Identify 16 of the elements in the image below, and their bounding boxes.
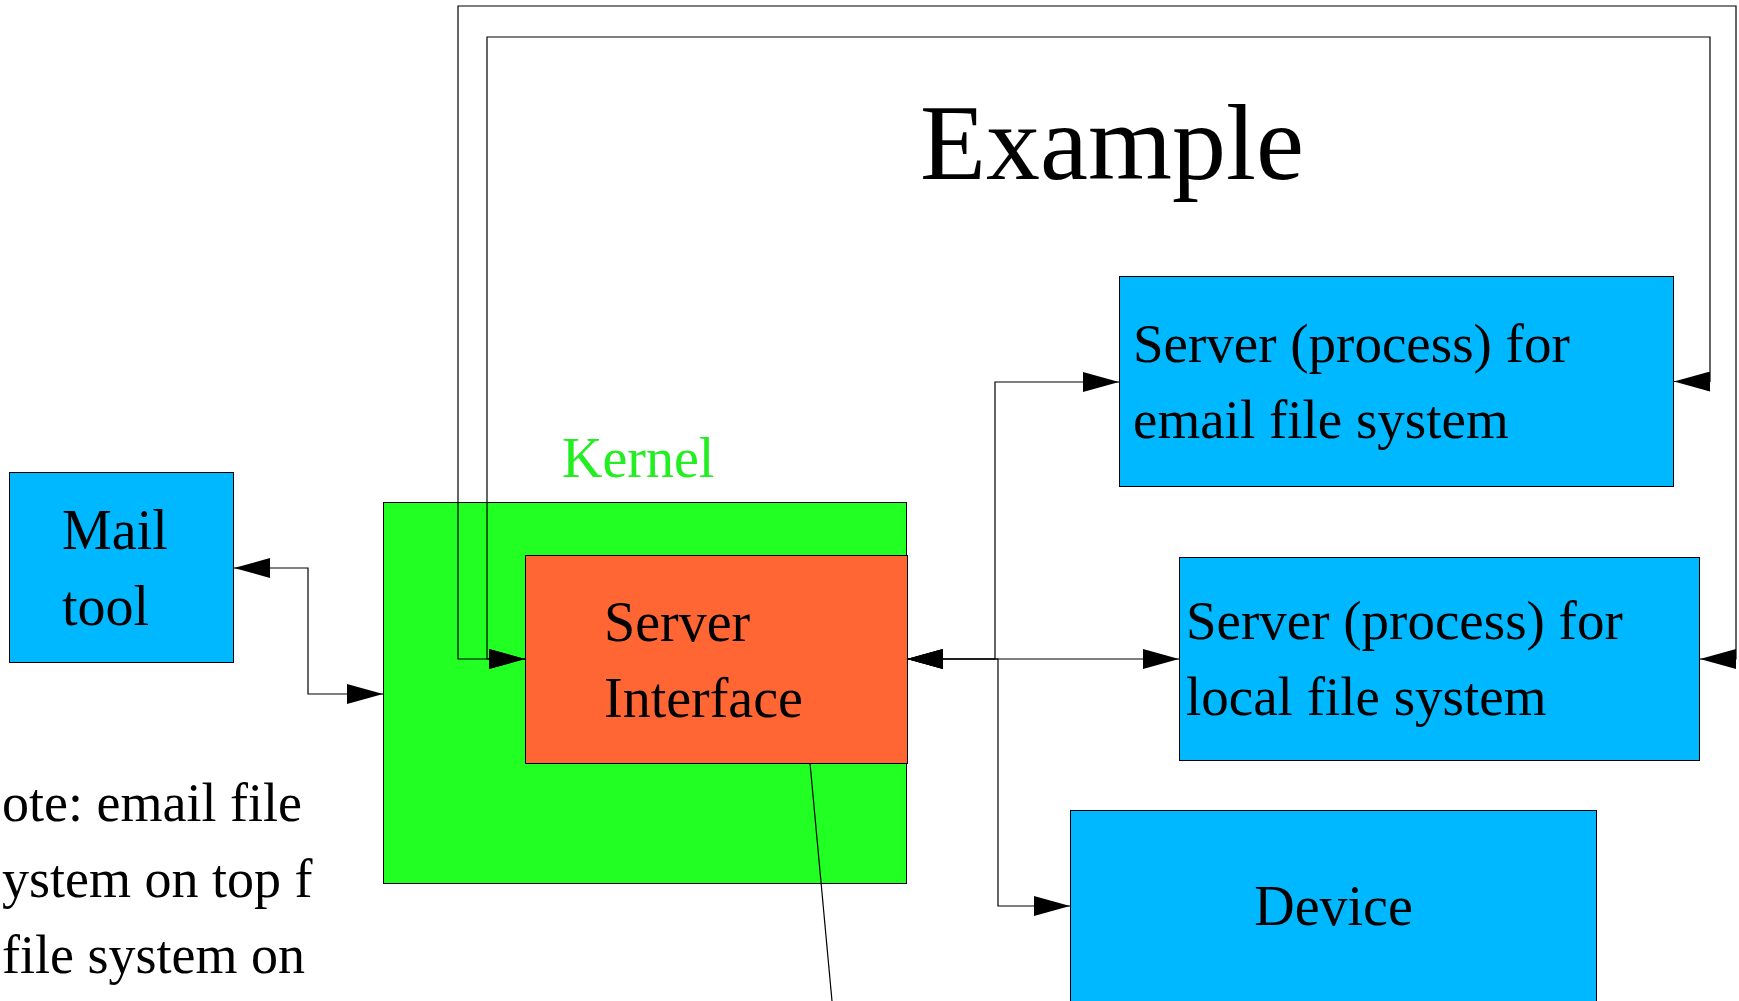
arrow xyxy=(906,649,1071,916)
box-text: Mail tool xyxy=(62,497,169,639)
box-text: Server (process) for local file system xyxy=(1186,589,1624,729)
diagram-title: Example xyxy=(920,82,1304,204)
note-text: ote: email file ystem on top f file system on xyxy=(2,772,314,987)
box-text: Device xyxy=(1254,874,1413,939)
process-box xyxy=(1119,276,1674,487)
interface-box xyxy=(525,555,908,764)
arrow xyxy=(233,558,384,704)
process-box xyxy=(9,472,234,663)
leader-line xyxy=(809,762,833,1001)
box-text: Server (process) for email file system xyxy=(1133,311,1571,452)
kernel-label: Kernel xyxy=(562,426,715,491)
device-box xyxy=(1070,810,1597,1001)
box-text: Server Interface xyxy=(604,589,804,731)
process-box xyxy=(1179,557,1700,761)
